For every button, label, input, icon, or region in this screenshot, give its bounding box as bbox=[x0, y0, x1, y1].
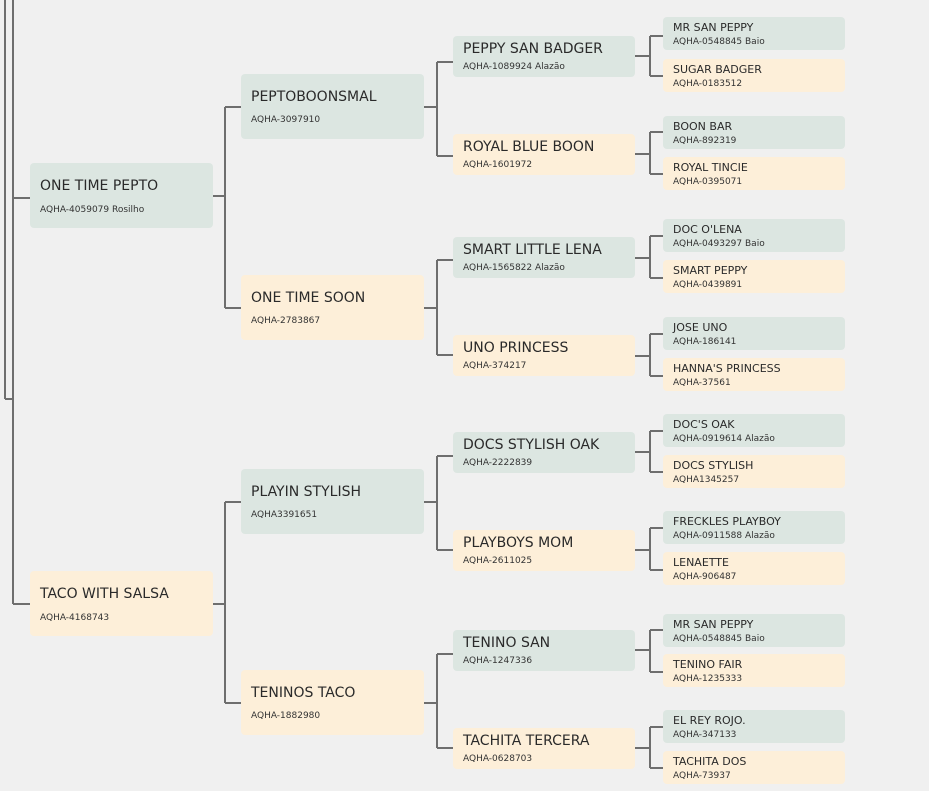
grandparent-node-dam[interactable]: TENINOS TACO AQHA-1882980 bbox=[241, 670, 424, 735]
registration-number: AQHA-1247336 bbox=[463, 656, 533, 666]
registration-number: AQHA-1882980 bbox=[251, 711, 321, 721]
parent-node-sire[interactable]: ONE TIME PEPTO AQHA-4059079 Rosilho bbox=[30, 163, 213, 228]
registration-number: AQHA-1565822 Alazão bbox=[463, 263, 565, 273]
horse-name: FRECKLES PLAYBOY bbox=[673, 515, 781, 528]
horse-name: ONE TIME PEPTO bbox=[40, 178, 159, 194]
registration-number: AQHA-0395071 bbox=[673, 177, 743, 187]
horse-name: DOC O'LENA bbox=[673, 223, 742, 236]
grandparent-node-sire[interactable]: PEPTOBOONSMAL AQHA-3097910 bbox=[241, 74, 424, 139]
registration-number: AQHA-374217 bbox=[463, 361, 527, 371]
horse-name: DOCS STYLISH OAK bbox=[463, 437, 600, 453]
horse-name: DOCS STYLISH bbox=[673, 459, 754, 472]
horse-name: SUGAR BADGER bbox=[673, 63, 762, 76]
horse-name: PLAYIN STYLISH bbox=[251, 484, 361, 500]
horse-name: TACHITA DOS bbox=[673, 755, 747, 768]
horse-name: LENAETTE bbox=[673, 556, 729, 569]
great-great-grandparent-node-sire[interactable]: DOC'S OAK AQHA-0919614 Alazão bbox=[663, 414, 845, 447]
registration-number: AQHA-2222839 bbox=[463, 458, 533, 468]
horse-name: SMART PEPPY bbox=[673, 264, 748, 277]
horse-name: ONE TIME SOON bbox=[251, 290, 366, 306]
horse-name: TACHITA TERCERA bbox=[463, 733, 590, 749]
great-great-grandparent-node-sire[interactable]: MR SAN PEPPY AQHA-0548845 Baio bbox=[663, 17, 845, 50]
great-grandparent-node-dam[interactable]: UNO PRINCESS AQHA-374217 bbox=[453, 335, 635, 376]
great-great-grandparent-node-dam[interactable]: TACHITA DOS AQHA-73937 bbox=[663, 751, 845, 784]
registration-number: AQHA-0548845 Baio bbox=[673, 37, 765, 47]
parent-node-dam[interactable]: TACO WITH SALSA AQHA-4168743 bbox=[30, 571, 213, 636]
horse-name: TACO WITH SALSA bbox=[40, 586, 169, 602]
horse-name: DOC'S OAK bbox=[673, 418, 735, 431]
great-grandparent-node-sire[interactable]: SMART LITTLE LENA AQHA-1565822 Alazão bbox=[453, 237, 635, 278]
registration-number: AQHA-0911588 Alazão bbox=[673, 531, 775, 541]
great-great-grandparent-node-sire[interactable]: FRECKLES PLAYBOY AQHA-0911588 Alazão bbox=[663, 511, 845, 544]
great-great-grandparent-node-sire[interactable]: MR SAN PEPPY AQHA-0548845 Baio bbox=[663, 614, 845, 647]
registration-number: AQHA1345257 bbox=[673, 475, 740, 485]
great-great-grandparent-node-dam[interactable]: TENINO FAIR AQHA-1235333 bbox=[663, 654, 845, 687]
registration-number: AQHA-347133 bbox=[673, 730, 737, 740]
horse-name: TENINO FAIR bbox=[673, 658, 743, 671]
horse-name: PEPPY SAN BADGER bbox=[463, 41, 603, 57]
registration-number: AQHA-0548845 Baio bbox=[673, 634, 765, 644]
horse-name: SMART LITTLE LENA bbox=[463, 242, 602, 258]
great-grandparent-node-dam[interactable]: TACHITA TERCERA AQHA-0628703 bbox=[453, 728, 635, 769]
horse-name: EL REY ROJO. bbox=[673, 714, 746, 727]
registration-number: AQHA-2783867 bbox=[251, 316, 321, 326]
great-great-grandparent-node-dam[interactable]: LENAETTE AQHA-906487 bbox=[663, 552, 845, 585]
registration-number: AQHA-4168743 bbox=[40, 613, 110, 623]
registration-number: AQHA-186141 bbox=[673, 337, 737, 347]
great-great-grandparent-node-dam[interactable]: DOCS STYLISH AQHA1345257 bbox=[663, 455, 845, 488]
registration-number: AQHA-1235333 bbox=[673, 674, 743, 684]
registration-number: AQHA-892319 bbox=[673, 136, 737, 146]
registration-number: AQHA-0439891 bbox=[673, 280, 743, 290]
great-grandparent-node-dam[interactable]: PLAYBOYS MOM AQHA-2611025 bbox=[453, 530, 635, 571]
registration-number: AQHA-0183512 bbox=[673, 79, 743, 89]
registration-number: AQHA3391651 bbox=[251, 510, 318, 520]
registration-number: AQHA-37561 bbox=[673, 378, 731, 388]
great-great-grandparent-node-sire[interactable]: JOSE UNO AQHA-186141 bbox=[663, 317, 845, 350]
registration-number: AQHA-4059079 Rosilho bbox=[40, 205, 145, 215]
horse-name: BOON BAR bbox=[673, 120, 733, 133]
registration-number: AQHA-1089924 Alazão bbox=[463, 62, 565, 72]
horse-name: TENINO SAN bbox=[463, 635, 551, 651]
registration-number: AQHA-3097910 bbox=[251, 115, 321, 125]
horse-name: UNO PRINCESS bbox=[463, 340, 569, 356]
horse-name: MR SAN PEPPY bbox=[673, 618, 754, 631]
great-grandparent-node-sire[interactable]: PEPPY SAN BADGER AQHA-1089924 Alazão bbox=[453, 36, 635, 77]
great-grandparent-node-dam[interactable]: ROYAL BLUE BOON AQHA-1601972 bbox=[453, 134, 635, 175]
grandparent-node-dam[interactable]: ONE TIME SOON AQHA-2783867 bbox=[241, 275, 424, 340]
horse-name: HANNA'S PRINCESS bbox=[673, 362, 781, 375]
great-great-grandparent-node-dam[interactable]: ROYAL TINCIE AQHA-0395071 bbox=[663, 157, 845, 190]
registration-number: AQHA-0919614 Alazão bbox=[673, 434, 775, 444]
registration-number: AQHA-1601972 bbox=[463, 160, 533, 170]
horse-name: PEPTOBOONSMAL bbox=[251, 89, 377, 105]
great-great-grandparent-node-sire[interactable]: DOC O'LENA AQHA-0493297 Baio bbox=[663, 219, 845, 252]
grandparent-node-sire[interactable]: PLAYIN STYLISH AQHA3391651 bbox=[241, 469, 424, 534]
great-grandparent-node-sire[interactable]: TENINO SAN AQHA-1247336 bbox=[453, 630, 635, 671]
horse-name: PLAYBOYS MOM bbox=[463, 535, 574, 551]
great-great-grandparent-node-sire[interactable]: BOON BAR AQHA-892319 bbox=[663, 116, 845, 149]
horse-name: ROYAL TINCIE bbox=[673, 161, 748, 174]
registration-number: AQHA-0628703 bbox=[463, 754, 533, 764]
great-great-grandparent-node-dam[interactable]: SUGAR BADGER AQHA-0183512 bbox=[663, 59, 845, 92]
registration-number: AQHA-0493297 Baio bbox=[673, 239, 765, 249]
great-great-grandparent-node-dam[interactable]: SMART PEPPY AQHA-0439891 bbox=[663, 260, 845, 293]
great-grandparent-node-sire[interactable]: DOCS STYLISH OAK AQHA-2222839 bbox=[453, 432, 635, 473]
horse-name: ROYAL BLUE BOON bbox=[463, 139, 595, 155]
registration-number: AQHA-73937 bbox=[673, 771, 731, 781]
horse-name: TENINOS TACO bbox=[251, 685, 356, 701]
horse-name: JOSE UNO bbox=[673, 321, 728, 334]
horse-name: MR SAN PEPPY bbox=[673, 21, 754, 34]
registration-number: AQHA-2611025 bbox=[463, 556, 533, 566]
great-great-grandparent-node-sire[interactable]: EL REY ROJO. AQHA-347133 bbox=[663, 710, 845, 743]
great-great-grandparent-node-dam[interactable]: HANNA'S PRINCESS AQHA-37561 bbox=[663, 358, 845, 391]
registration-number: AQHA-906487 bbox=[673, 572, 737, 582]
